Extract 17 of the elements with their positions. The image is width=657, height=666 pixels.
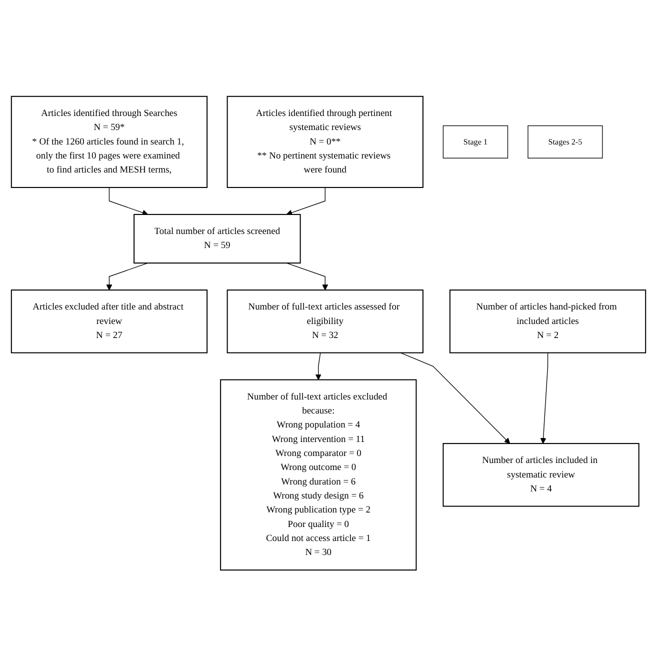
arrow bbox=[315, 352, 322, 380]
node-box: Articles excluded after title and abstract review N = 27 bbox=[10, 289, 208, 354]
arrow bbox=[400, 352, 510, 444]
node-box: Total number of articles screened N = 59 bbox=[134, 214, 301, 264]
node-box: Number of full-text articles excluded because: Wrong population = 4 Wrong intervention = 11 Wrong comparator = 0 Wrong outcome = 0 Wrong duration = 6 Wrong study design = 6 Wrong publication type = 2 Poor quality = 0 Could not access article = 1 N = 30 bbox=[220, 379, 417, 570]
node-box: Stage 1 bbox=[442, 125, 508, 158]
arrow bbox=[286, 186, 326, 216]
arrow bbox=[286, 262, 328, 290]
node-box: Articles identified through pertinent systematic reviews N = 0** ** No pertinent systematic reviews were found bbox=[226, 96, 424, 188]
node-box: Number of articles included in systematic review N = 4 bbox=[442, 442, 640, 507]
node-box: Articles identified through Searches N = 59* * Of the 1260 articles found in search 1, only the first 10 pages were examined to find articles and MESH terms, bbox=[10, 96, 208, 188]
arrow bbox=[108, 186, 148, 216]
node-box: Number of articles hand-picked from included articles N = 2 bbox=[449, 289, 646, 354]
node-box: Number of full-text articles assessed for eligibility N = 32 bbox=[226, 289, 424, 354]
node-box: Stages 2-5 bbox=[528, 125, 603, 158]
arrow bbox=[106, 262, 148, 290]
arrow bbox=[540, 352, 548, 444]
